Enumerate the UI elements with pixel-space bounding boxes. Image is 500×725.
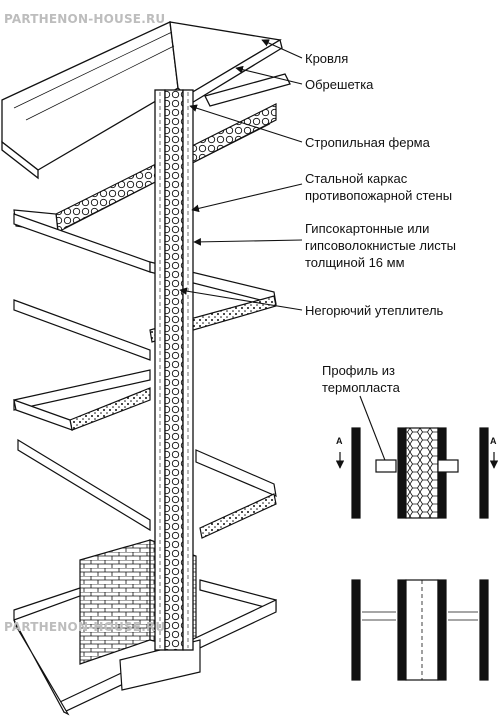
firewall <box>154 89 194 651</box>
label-steel-frame-line-2: противопожарной стены <box>305 188 453 203</box>
section-mark-right: А <box>490 436 497 446</box>
detail-section-bottom <box>351 579 489 681</box>
label-profile-line-2: термопласта <box>322 380 400 395</box>
roof <box>1 21 282 180</box>
floor-slab-1 <box>13 213 277 361</box>
label-truss: Стропильная ферма <box>305 135 430 150</box>
label-steel-frame-line-1: Стальной каркас <box>305 171 408 186</box>
label-gypsum-sheets: Гипсокартонные или гипсоволокнистые лист… <box>305 220 456 271</box>
label-battens: Обрешетка <box>305 77 374 92</box>
roof-right <box>185 38 291 107</box>
floor-slab-3 <box>17 438 277 539</box>
section-mark-left: А <box>336 436 343 446</box>
label-gypsum-line-3: толщиной 16 мм <box>305 255 405 270</box>
label-profile: Профиль из термопласта <box>322 362 400 396</box>
label-gypsum-line-1: Гипсокартонные или <box>305 221 430 236</box>
floor-slab-2 <box>13 369 151 431</box>
label-roofing: Кровля <box>305 51 349 66</box>
label-steel-frame: Стальной каркас противопожарной стены <box>305 170 452 204</box>
label-profile-line-1: Профиль из <box>322 363 395 378</box>
watermark-bottom: PARTHENON-HOUSE.RU <box>4 620 166 634</box>
detail-section-top <box>335 427 499 519</box>
label-gypsum-line-2: гипсоволокнистые листы <box>305 238 456 253</box>
leader-lines <box>179 39 390 469</box>
label-insulation: Негорючий утеплитель <box>305 303 444 318</box>
watermark-top: PARTHENON-HOUSE.RU <box>4 12 166 26</box>
